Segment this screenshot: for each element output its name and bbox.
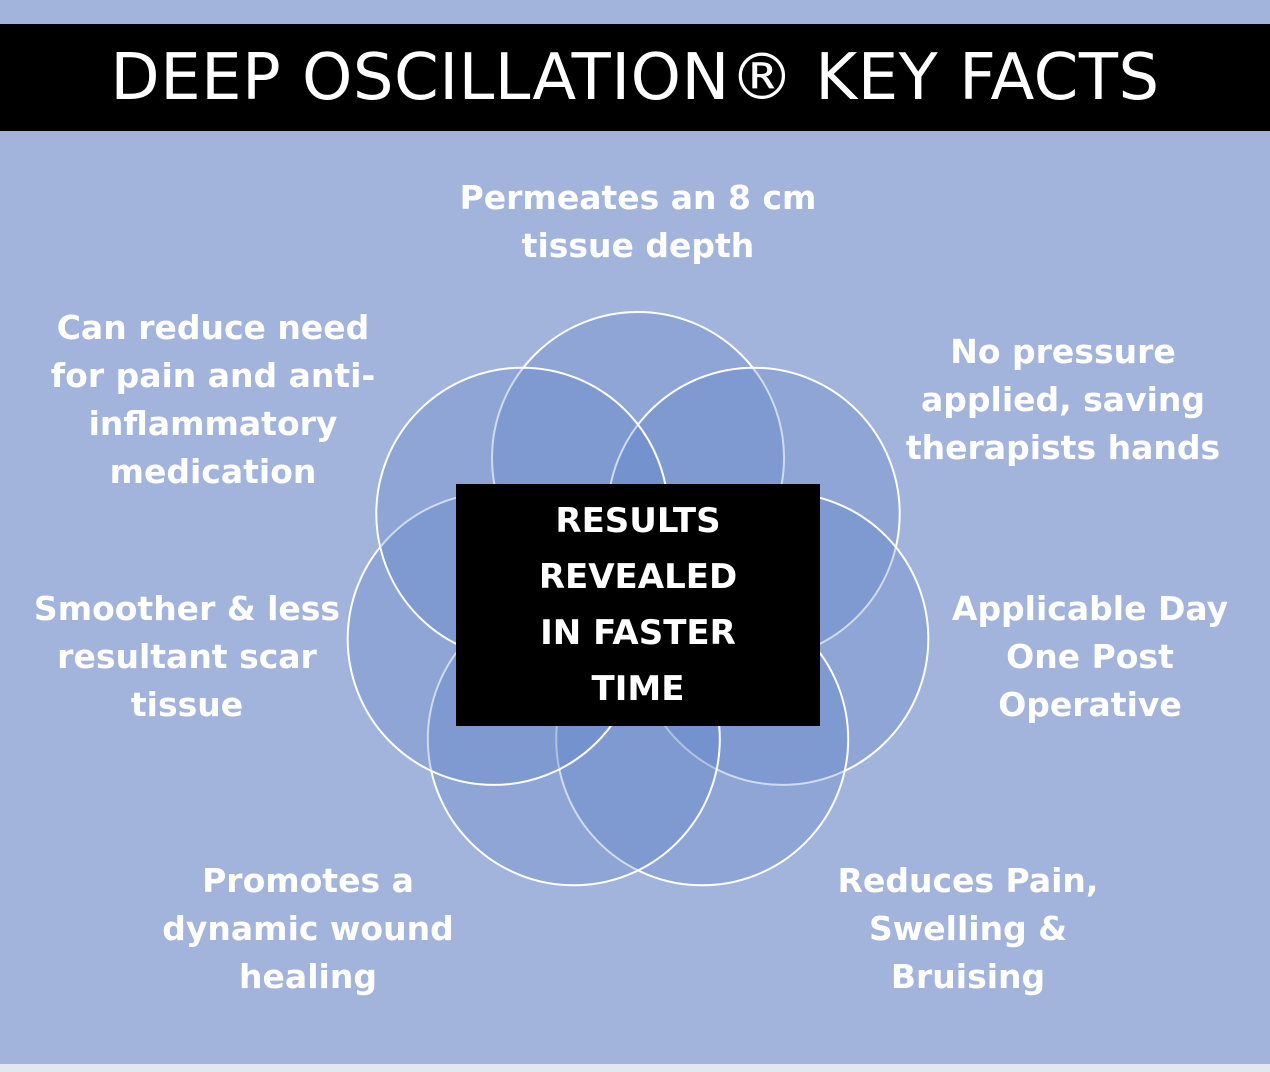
center-results-box: RESULTS REVEALED IN FASTER TIME [456,484,820,726]
center-line: RESULTS [555,501,721,541]
fact-line: Promotes a [202,861,414,900]
fact-line: Operative [998,685,1182,724]
fact-line: for pain and anti- [50,356,376,395]
fact-line: Can reduce need [56,308,370,347]
fact-tissue-depth: Permeates an 8 cm tissue depth [460,174,817,270]
fact-line: Reduces Pain, [837,861,1099,900]
fact-line: inflammatory [88,404,338,443]
title-banner: DEEP OSCILLATION® KEY FACTS [0,24,1270,131]
fact-line: Permeates an 8 cm [459,178,817,217]
fact-line: therapists hands [905,428,1221,467]
center-line: IN FASTER [540,613,736,653]
bottom-strip [0,1064,1270,1072]
fact-line: healing [239,957,377,996]
fact-line: tissue depth [521,226,755,265]
fact-wound-healing: Promotes a dynamic wound healing [162,857,453,1001]
fact-line: Smoother & less [33,589,341,628]
fact-line: dynamic wound [162,909,454,948]
fact-line: Bruising [890,957,1046,996]
fact-line: No pressure [950,332,1176,371]
center-line: TIME [591,669,685,709]
fact-line: tissue [130,685,244,724]
fact-line: Applicable Day [951,589,1229,628]
fact-reduce-medication: Can reduce need for pain and anti- infla… [51,304,375,496]
fact-scar-tissue: Smoother & less resultant scar tissue [34,585,340,729]
center-line: REVEALED [538,557,738,597]
fact-line: resultant scar [57,637,317,676]
fact-no-pressure: No pressure applied, saving therapists h… [906,328,1220,472]
fact-post-operative: Applicable Day One Post Operative [952,585,1228,729]
fact-line: One Post [1006,637,1174,676]
page-title: DEEP OSCILLATION® KEY FACTS [110,40,1160,115]
fact-reduces-pain: Reduces Pain, Swelling & Bruising [838,857,1099,1001]
fact-line: medication [109,452,317,491]
fact-line: Swelling & [869,909,1067,948]
fact-line: applied, saving [920,380,1206,419]
